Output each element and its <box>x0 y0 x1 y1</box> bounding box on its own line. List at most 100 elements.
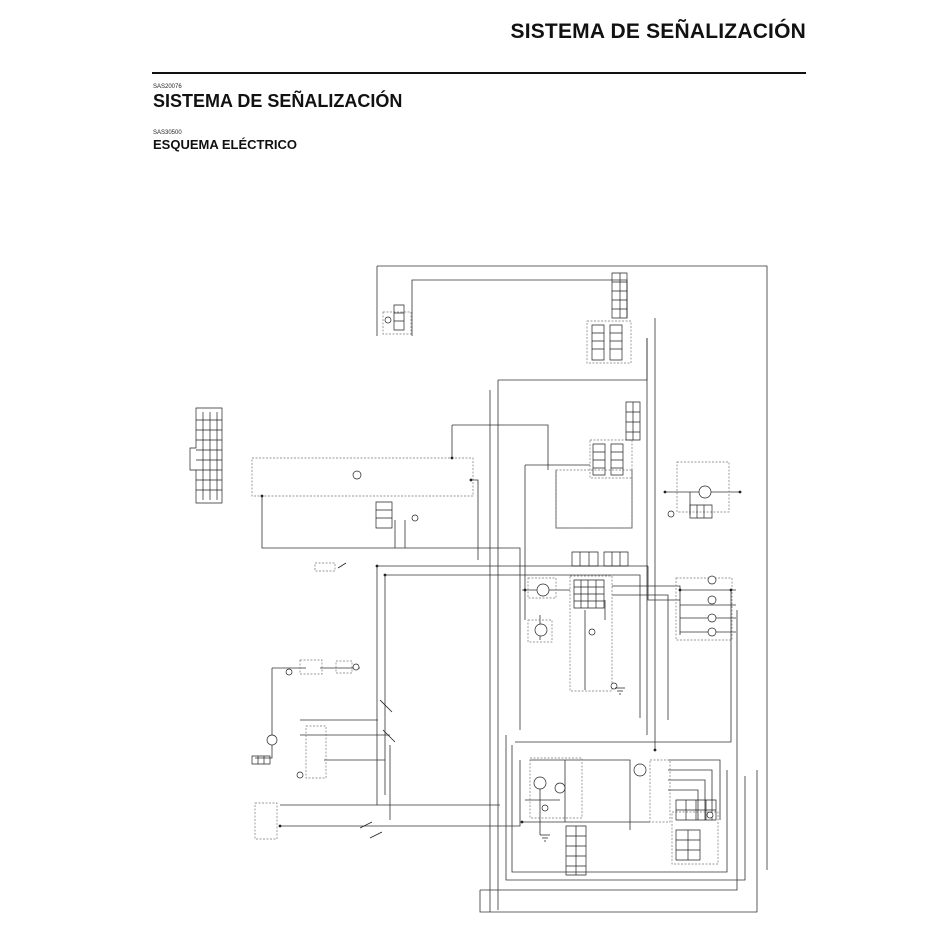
right-light-2 <box>707 595 717 605</box>
wire-meter-bus-2 <box>668 769 713 820</box>
mid-relay-a <box>592 443 606 476</box>
relay-connector-b <box>609 324 623 361</box>
mid-relay-box <box>589 439 633 479</box>
lower-center-connector <box>565 825 587 876</box>
ground-symbol <box>615 687 625 695</box>
wire-right-branch <box>612 585 681 635</box>
junction-dot <box>450 456 454 460</box>
center-bulb-2 <box>534 623 548 637</box>
lower-left-marker <box>541 804 549 812</box>
meter-marker <box>706 811 714 819</box>
wire-ecu-top <box>452 424 549 470</box>
wire-top-right-connector <box>411 279 628 336</box>
center-left-box <box>527 577 557 599</box>
right-light-4 <box>707 627 717 637</box>
junction-dot <box>278 824 282 828</box>
wire-right-frame <box>647 566 680 601</box>
lower-right-box <box>649 759 671 823</box>
wire-bottom-loop-2 <box>505 735 746 881</box>
left-marker-1 <box>285 668 293 676</box>
lower-center-bulb-2 <box>554 782 566 794</box>
fuse-low-marker <box>610 682 618 690</box>
junction-dot <box>520 820 524 824</box>
mid-connector-top <box>625 401 641 441</box>
wire-bottom-loop <box>479 770 758 913</box>
subsection-title: ESQUEMA ELÉCTRICO <box>153 137 297 152</box>
wire-meter-bus-4 <box>668 789 699 820</box>
left-box-bottom <box>254 802 278 840</box>
junction-dot <box>523 588 527 592</box>
junction-dot <box>469 478 473 482</box>
right-lights-box <box>675 577 733 641</box>
wire-left-low-2 <box>280 760 521 827</box>
right-top-marker <box>667 510 675 518</box>
left-switch-box <box>305 725 327 779</box>
fuse-top-connector-a <box>571 551 599 567</box>
junction-dot <box>375 564 379 568</box>
junction-dot <box>663 490 667 494</box>
left-switch-bulb <box>266 734 278 746</box>
wire-right-block-top <box>555 470 633 529</box>
lower-center-bulb <box>533 776 547 790</box>
wire-meter-bus-1 <box>668 759 721 820</box>
ground-symbol-2 <box>540 834 550 842</box>
left-side-connector <box>251 755 271 765</box>
fuse-grid <box>573 579 605 609</box>
right-top-box <box>676 461 730 513</box>
lower-center-box <box>529 757 583 819</box>
left-top-marker <box>384 316 392 324</box>
wire-center-horizontal <box>498 338 648 381</box>
ecu-connector-grid <box>196 412 222 500</box>
page-header-title: SISTEMA DE SEÑALIZACIÓN <box>510 20 806 43</box>
center-fuse-box <box>569 575 613 692</box>
relay-connector-c <box>675 829 701 861</box>
wire-right-side <box>515 590 732 743</box>
meter-connector <box>675 799 717 821</box>
left-upper-connector <box>393 304 405 331</box>
switch-symbol-top <box>337 562 347 569</box>
junction-dot <box>729 588 733 592</box>
right-light-1 <box>707 575 717 585</box>
wire-meter-bus-3 <box>668 779 706 820</box>
junction-dot <box>383 573 387 577</box>
right-top-connector <box>689 504 713 519</box>
relay-connector-a <box>591 324 605 361</box>
fuse-marker <box>588 628 596 636</box>
subsection-code: SAS30500 <box>153 130 182 136</box>
connector-label-box <box>314 562 336 572</box>
wire-left-harness <box>255 668 273 759</box>
wire-right-side-2 <box>480 610 738 891</box>
mid-relay-b <box>610 443 624 476</box>
right-light-3 <box>707 613 717 623</box>
center-bulb <box>536 583 550 597</box>
right-top-bulb <box>698 485 712 499</box>
ecu-marker <box>352 470 362 480</box>
ecu-box <box>251 457 474 497</box>
top-relay-box <box>586 320 632 364</box>
left-marker-2 <box>352 663 360 671</box>
junction-dot <box>653 748 657 752</box>
left-mid-box-2 <box>335 660 353 674</box>
relay-assembly-box <box>671 811 719 865</box>
junction-dot <box>678 588 682 592</box>
switch-symbol-lower <box>359 821 383 839</box>
wire-top-loop <box>377 265 768 870</box>
left-upper-conn-box <box>382 311 412 335</box>
junction-dot <box>738 490 742 494</box>
left-mid-box <box>299 659 323 675</box>
top-right-connector <box>611 272 628 319</box>
wire-bottom-loop-3 <box>511 745 728 873</box>
left-marker-3 <box>296 771 304 779</box>
header-rule <box>152 72 806 74</box>
wire-right-branch-2 <box>612 594 669 720</box>
wire-lower-long-2 <box>385 574 641 718</box>
wire-center-low <box>530 759 631 830</box>
section-title: SISTEMA DE SEÑALIZACIÓN <box>153 91 403 111</box>
wire-ecu-bottom <box>261 496 521 730</box>
meter-bulb <box>633 763 647 777</box>
center-circle-box <box>527 619 553 643</box>
ecu-lower-connector <box>375 501 393 529</box>
switch-symbol-left <box>379 699 396 743</box>
ecu-low-marker <box>411 514 419 522</box>
